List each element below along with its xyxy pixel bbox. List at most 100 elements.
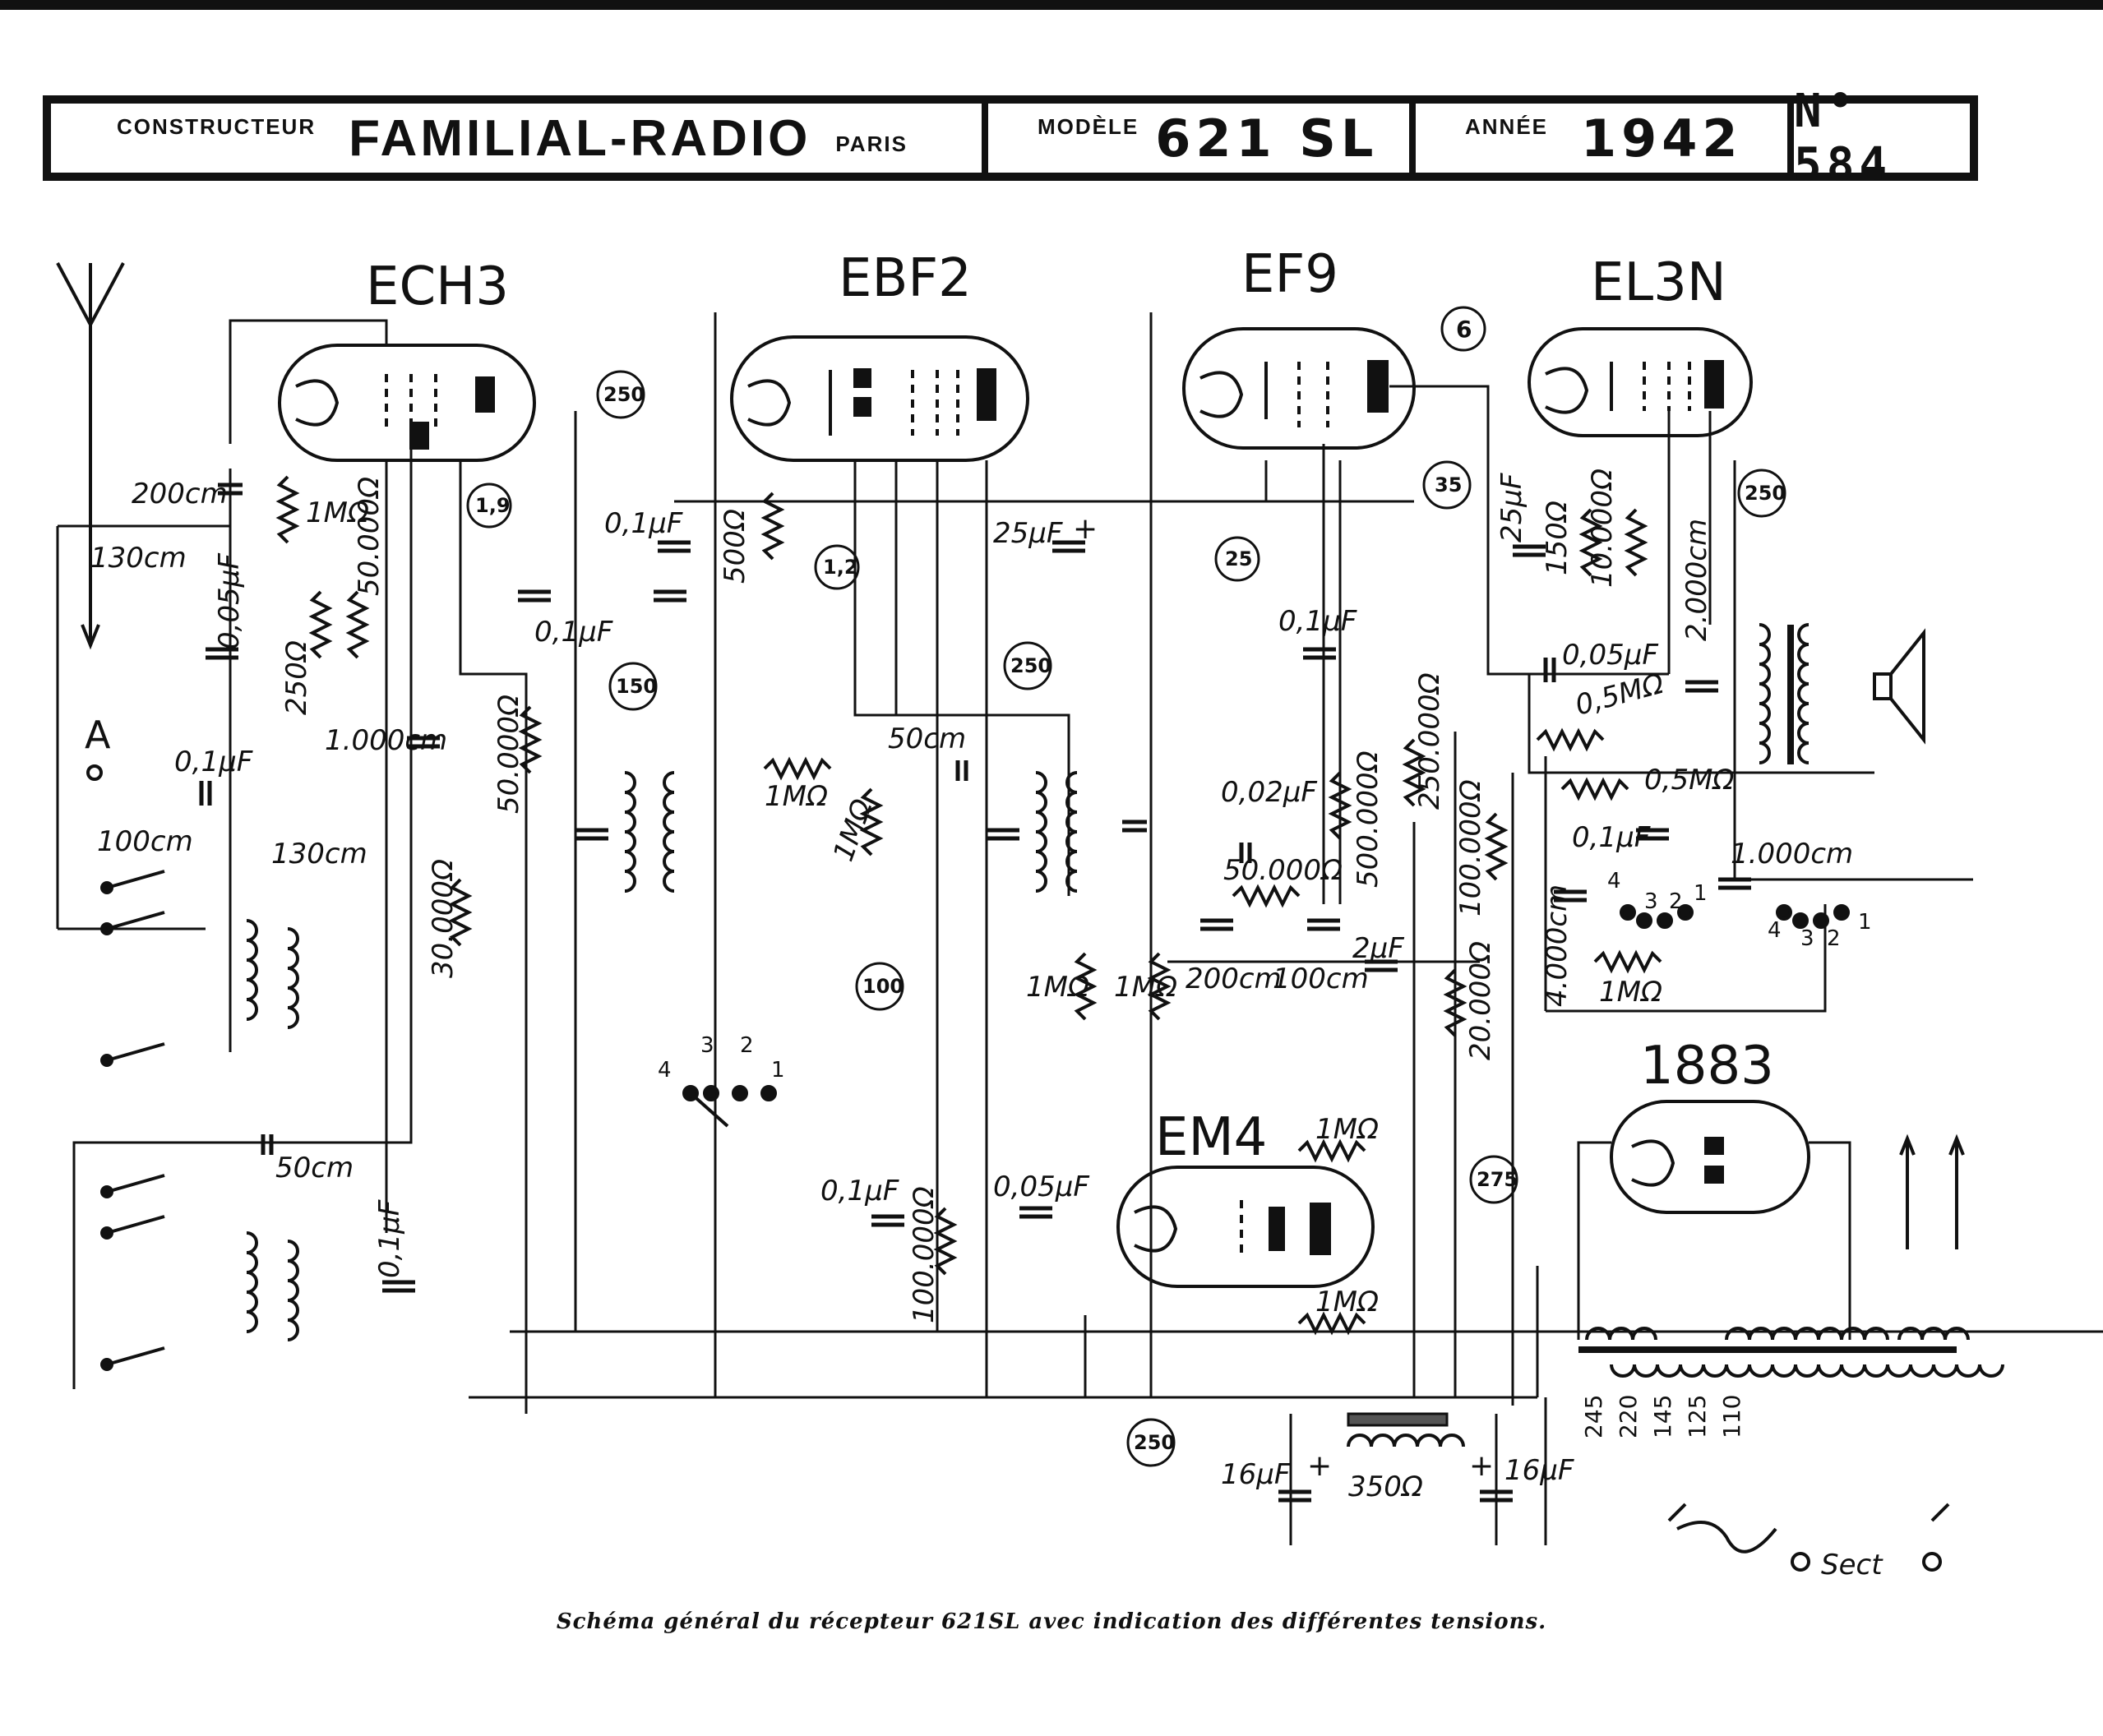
- switch-pos-1: 1: [771, 1058, 785, 1083]
- voltage-250d: 250: [1134, 1431, 1175, 1454]
- plus-sign-a: +: [1073, 512, 1098, 546]
- label-05m-a: 0,5MΩ: [1572, 667, 1667, 723]
- label-005uf-b: 0,05μF: [993, 1170, 1089, 1203]
- voltage-marker-19: [466, 482, 512, 529]
- voltage-250b: 250: [1010, 654, 1052, 677]
- voltage-marker-100: [855, 962, 904, 1011]
- label-500: 500Ω: [719, 509, 751, 584]
- label-130cm-a: 130cm: [90, 542, 187, 575]
- title-block: CONSTRUCTEUR FAMILIAL-RADIO PARIS MODÈLE…: [43, 85, 1978, 192]
- switch-t2: 2: [1827, 926, 1841, 951]
- voltage-marker-35: [1422, 460, 1472, 510]
- voltage-250a: 250: [603, 383, 645, 406]
- switch-t4: 4: [1768, 918, 1782, 943]
- label-005uf-a: 0,05μF: [213, 553, 246, 649]
- coils: [246, 623, 2004, 1447]
- ech3-tube: [278, 344, 536, 462]
- label-1m-c: 1MΩ: [827, 795, 880, 866]
- label-1m-d: 1MΩ: [1026, 971, 1089, 1004]
- label-4000cm: 4.000cm: [1541, 884, 1574, 1007]
- label-1m-a: 1MΩ: [306, 496, 369, 529]
- plus-sign-b: +: [1307, 1449, 1332, 1483]
- label-01uf-f: 0,1μF: [1278, 605, 1357, 638]
- voltage-275: 275: [1477, 1168, 1518, 1191]
- label-1m-e: 1MΩ: [1114, 971, 1177, 1004]
- switch-pos-3: 3: [700, 1033, 714, 1058]
- voltage-35: 35: [1435, 473, 1462, 496]
- ef9-tube: [1182, 327, 1416, 450]
- tube-label-el3n: EL3N: [1591, 252, 1726, 313]
- annee-cell: ANNÉE 1942: [1416, 104, 1794, 173]
- modele-cell: MODÈLE 621 SL: [988, 104, 1416, 173]
- voltage-marker-250a: [596, 370, 645, 419]
- voltage-marker-25: [1214, 536, 1260, 582]
- figure-caption: Schéma général du récepteur 621SL avec i…: [556, 1609, 1547, 1634]
- voltage-marker-250d: [1126, 1418, 1176, 1467]
- resistors: [275, 475, 1662, 1336]
- tube-label-ef9: EF9: [1241, 244, 1338, 305]
- tube-label-1883: 1883: [1640, 1036, 1774, 1097]
- brand-name: FAMILIAL-RADIO: [349, 109, 811, 167]
- label-2uf: 2μF: [1352, 932, 1404, 965]
- label-50000-c: 50.000Ω: [1223, 854, 1343, 887]
- tube-label-ebf2: EBF2: [839, 248, 972, 309]
- label-16uf-b: 16μF: [1504, 1454, 1574, 1487]
- label-2000cm: 2.000cm: [1680, 519, 1713, 641]
- voltage-150: 150: [616, 675, 657, 698]
- tap-110: 110: [1718, 1395, 1745, 1438]
- switch-pos-4: 4: [658, 1058, 672, 1083]
- voltage-marker-6: [1440, 306, 1486, 352]
- em4-tube: [1116, 1166, 1375, 1288]
- label-05m-b: 0,5MΩ: [1644, 764, 1734, 796]
- label-30000: 30.000Ω: [427, 859, 460, 978]
- label-100000-b: 100.000Ω: [1454, 779, 1487, 916]
- label-16uf-a: 16μF: [1221, 1458, 1291, 1491]
- label-10000: 10.000Ω: [1586, 469, 1619, 588]
- label-200cm: 200cm: [132, 478, 228, 510]
- label-50cm-a: 50cm: [275, 1152, 354, 1184]
- voltage-250c: 250: [1745, 482, 1786, 505]
- label-1000cm-b: 1.000cm: [1731, 838, 1853, 870]
- number-cell: N° 584: [1794, 85, 1970, 192]
- capacitors: [199, 482, 1751, 1503]
- rectifier-1883-tube: [1610, 1100, 1810, 1214]
- tap-220: 220: [1615, 1395, 1642, 1438]
- year-value: 1942: [1581, 108, 1743, 169]
- schema-number: N° 584: [1794, 85, 1893, 192]
- voltage-25: 25: [1225, 547, 1252, 570]
- voltage-marker-250b: [1003, 641, 1052, 690]
- tube-label-em4: EM4: [1155, 1107, 1267, 1168]
- voltage-markers: [466, 306, 1786, 1467]
- switch-q4: 4: [1607, 869, 1621, 893]
- label-200cm-b: 200cm: [1186, 963, 1282, 995]
- label-01uf-c: 0,1μF: [534, 616, 613, 649]
- tap-245: 245: [1580, 1395, 1607, 1438]
- label-50000-a: 50.000Ω: [353, 477, 386, 596]
- label-01uf-d: 0,1μF: [604, 507, 683, 540]
- label-005uf-c: 0,05μF: [1562, 639, 1658, 672]
- label-130cm-b: 130cm: [271, 838, 367, 870]
- mains-section-label: Sect: [1821, 1549, 1883, 1581]
- label-01uf-g: 0,1μF: [1572, 821, 1651, 854]
- tap-145: 145: [1649, 1395, 1676, 1438]
- voltage-12: 1,2: [823, 556, 858, 579]
- voltage-100: 100: [862, 975, 904, 998]
- label-01uf-e: 0,1μF: [820, 1175, 899, 1207]
- label-1m-g: 1MΩ: [1315, 1113, 1379, 1146]
- label-50cm-b: 50cm: [888, 723, 966, 755]
- antenna-symbol: [56, 262, 125, 781]
- constructeur-label: CONSTRUCTEUR: [117, 113, 317, 139]
- label-50000-b: 50.000Ω: [492, 695, 525, 814]
- wiring: [56, 312, 2103, 1545]
- antenna-terminal-label: A: [85, 713, 111, 757]
- label-25uf-b: 25μF: [1495, 473, 1528, 542]
- ebf2-tube: [730, 335, 1029, 462]
- el3n-tube: [1528, 327, 1753, 437]
- label-250000: 250.000Ω: [1413, 672, 1446, 810]
- voltage-6: 6: [1456, 316, 1472, 343]
- switch-t1: 1: [1858, 910, 1872, 935]
- city-label: PARIS: [835, 131, 908, 156]
- annee-label: ANNÉE: [1465, 113, 1549, 139]
- label-01uf-a: 0,1μF: [174, 746, 253, 778]
